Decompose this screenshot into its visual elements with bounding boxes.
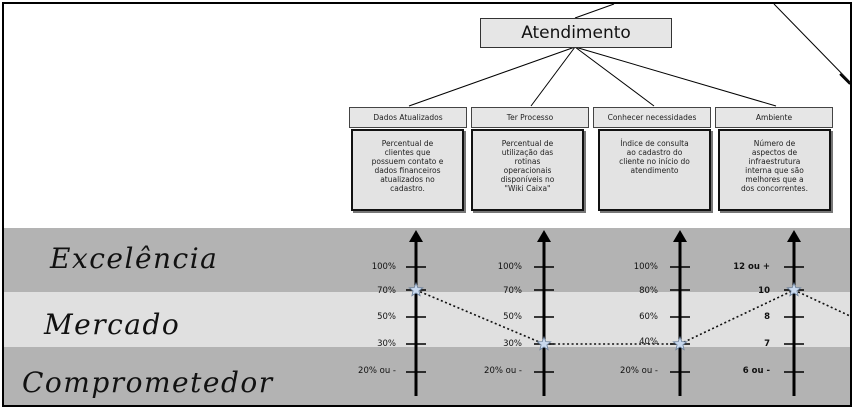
main-title-box: Atendimento <box>480 18 672 48</box>
scale-label: 100% <box>633 262 658 272</box>
criterion-box-conhecer-necessidades: Conhecer necessidades <box>593 107 711 128</box>
performance-marker-star <box>672 335 688 351</box>
scale-label: 6 ou - <box>742 366 770 376</box>
indicator-text: Percentual de clientes que possuem conta… <box>371 139 444 193</box>
level-label-comprometedor: Comprometedor <box>22 366 274 399</box>
criterion-box-ambiente: Ambiente <box>715 107 833 128</box>
scale-label: 60% <box>639 312 658 322</box>
connector-layer <box>406 4 850 396</box>
scale-label: 20% ou - <box>358 366 396 376</box>
scale-label: 7 <box>764 339 770 349</box>
connector-criterion-1 <box>408 46 576 107</box>
scale-axis-arrow <box>673 230 687 242</box>
scale-label: 30% <box>503 339 522 349</box>
scale-label: 20% ou - <box>620 366 658 376</box>
connector-up-right <box>773 4 850 83</box>
band-mercado <box>4 292 850 347</box>
level-label-excelencia: Excelência <box>50 242 219 275</box>
performance-marker-star <box>536 335 552 351</box>
performance-profile-line <box>415 289 795 345</box>
performance-marker-star <box>408 281 424 297</box>
scale-label: 100% <box>497 262 522 272</box>
connector-criterion-3 <box>574 46 655 107</box>
scale-label: 10 <box>758 286 770 296</box>
scale-label: 50% <box>377 312 396 322</box>
band-comprometedor <box>4 347 850 405</box>
connector-edge <box>839 73 850 85</box>
scale-label: 20% ou - <box>484 366 522 376</box>
performance-marker-star <box>786 281 802 297</box>
scale-label: 30% <box>377 339 396 349</box>
scale-axis-arrow <box>537 230 551 242</box>
scale-label: 12 ou + <box>733 262 770 272</box>
connector-up-left <box>574 4 615 19</box>
indicator-box-ter-processo: Percentual de utilização das rotinas ope… <box>471 129 584 211</box>
connector-criterion-4 <box>574 46 777 107</box>
scale-label: 40% <box>639 337 658 347</box>
indicator-text: Percentual de utilização das rotinas ope… <box>500 139 555 193</box>
band-excelencia <box>4 228 850 292</box>
indicator-box-ambiente: Número de aspectos de infraestrutura int… <box>718 129 831 211</box>
level-label-mercado: Mercado <box>44 308 181 341</box>
scale-axis-arrow <box>787 230 801 242</box>
scale-label: 70% <box>377 286 396 296</box>
indicator-box-conhecer-necessidades: Índice de consulta ao cadastro do client… <box>598 129 711 211</box>
scale-label: 100% <box>371 262 396 272</box>
scale-label: 8 <box>764 312 770 322</box>
connector-criterion-2 <box>530 46 576 107</box>
criterion-box-dados-atualizados: Dados Atualizados <box>349 107 467 128</box>
criterion-box-ter-processo: Ter Processo <box>471 107 589 128</box>
indicator-box-dados-atualizados: Percentual de clientes que possuem conta… <box>351 129 464 211</box>
performance-profile-tail <box>793 289 850 317</box>
scale-axis-arrow <box>409 230 423 242</box>
indicator-text: Índice de consulta ao cadastro do client… <box>619 139 690 175</box>
scale-label: 50% <box>503 312 522 322</box>
scale-label: 70% <box>503 286 522 296</box>
performance-markers <box>408 281 802 351</box>
indicator-text: Número de aspectos de infraestrutura int… <box>741 139 808 193</box>
scale-label: 80% <box>639 286 658 296</box>
